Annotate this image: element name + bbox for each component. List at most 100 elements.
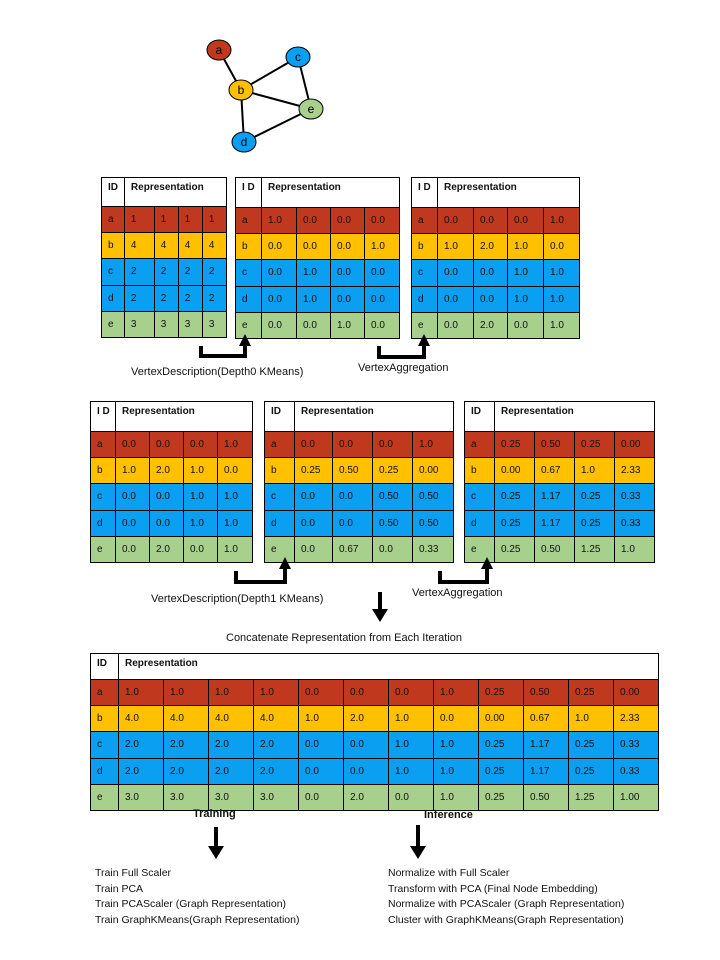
arrow-inference-head — [410, 846, 426, 859]
value-cell: 3.0 — [208, 783, 254, 811]
training-step: Train GraphKMeans(Graph Representation) — [95, 913, 300, 926]
row-id: e — [101, 310, 125, 338]
graph-node-label: e — [308, 102, 315, 116]
value-cell: 0.0 — [388, 783, 434, 811]
value-cell: 0.0 — [261, 259, 297, 287]
value-cell: 1.0 — [296, 259, 331, 287]
value-cell: 0.25 — [294, 457, 333, 485]
value-cell: 1.17 — [534, 509, 575, 537]
arrow-vd1 — [234, 567, 287, 584]
label-concatenate: Concatenate Representation from Each Ite… — [226, 632, 463, 644]
value-cell: 1.0 — [542, 311, 581, 339]
value-cell: 0.50 — [534, 430, 575, 459]
inference-step: Cluster with GraphKMeans(Graph Represent… — [388, 913, 624, 926]
value-cell: 1.0 — [183, 483, 218, 511]
value-cell: 2 — [177, 258, 203, 286]
value-cell: 1.0 — [296, 285, 331, 313]
value-cell: 0.50 — [523, 783, 569, 811]
value-cell: 0.0 — [437, 206, 474, 235]
value-cell: 0.0 — [343, 678, 389, 707]
value-cell: 3 — [201, 310, 228, 338]
training-step: Train PCA — [95, 882, 144, 895]
value-cell: 0.0 — [298, 783, 344, 811]
value-cell: 1.25 — [568, 783, 614, 811]
value-cell: 0.0 — [433, 705, 479, 733]
value-cell: 0.25 — [494, 483, 535, 511]
value-cell: 0.0 — [296, 206, 331, 235]
header-id: ID — [90, 653, 119, 680]
graph-node-circle — [206, 39, 232, 61]
value-cell: 2.0 — [118, 757, 164, 785]
value-cell: 1.0 — [542, 206, 581, 235]
value-cell: 2.0 — [253, 731, 299, 759]
value-cell: 0.0 — [473, 259, 508, 287]
value-cell: 0.0 — [363, 259, 401, 287]
value-cell: 1.0 — [542, 285, 581, 313]
row-id: e — [464, 535, 495, 563]
value-cell: 1 — [177, 205, 203, 234]
graph-node-e: e — [298, 98, 324, 120]
value-cell: 0.0 — [542, 233, 581, 261]
row-id: b — [264, 457, 295, 485]
row-id: d — [411, 285, 438, 313]
graph-node-b: b — [228, 79, 254, 101]
value-cell: 0.0 — [261, 311, 297, 339]
training-step: Train PCAScaler (Graph Representation) — [95, 898, 287, 910]
value-cell: 0.0 — [115, 509, 150, 537]
value-cell: 4.0 — [253, 705, 299, 733]
arrow-training-head — [208, 846, 224, 859]
header-id: ID — [264, 401, 295, 432]
value-cell: 1.0 — [574, 457, 615, 485]
value-cell: 0.0 — [216, 457, 254, 485]
value-cell: 0.0 — [507, 206, 544, 235]
label-inference: Inference — [424, 809, 473, 821]
graph-node-a: a — [206, 39, 232, 61]
value-cell: 0.0 — [473, 285, 508, 313]
graph-node-circle — [285, 46, 311, 68]
value-cell: 2.33 — [612, 705, 660, 733]
value-cell: 0.0 — [261, 285, 297, 313]
value-cell: 4 — [123, 232, 155, 260]
arrow-va1-head — [481, 557, 493, 569]
arrow-concat-head — [372, 609, 388, 622]
header-representation: Representation — [293, 401, 455, 432]
value-cell: 2 — [153, 284, 179, 312]
arrow-vd0 — [199, 344, 247, 358]
value-cell: 1.0 — [208, 678, 254, 707]
value-cell: 4 — [201, 232, 228, 260]
value-cell: 0.33 — [613, 509, 656, 537]
row-id: c — [264, 483, 295, 511]
graph-node-label: c — [295, 50, 301, 64]
value-cell: 1.0 — [433, 757, 479, 785]
arrow-vd1-head — [279, 557, 291, 569]
value-cell: 0.0 — [388, 678, 434, 707]
value-cell: 0.0 — [115, 535, 150, 563]
value-cell: 0.33 — [411, 535, 455, 563]
value-cell: 0.0 — [294, 535, 333, 563]
value-cell: 0.0 — [343, 731, 389, 759]
graph-node-label: b — [238, 83, 245, 97]
header-id: I D — [90, 401, 116, 432]
header-id: I D — [235, 177, 262, 208]
